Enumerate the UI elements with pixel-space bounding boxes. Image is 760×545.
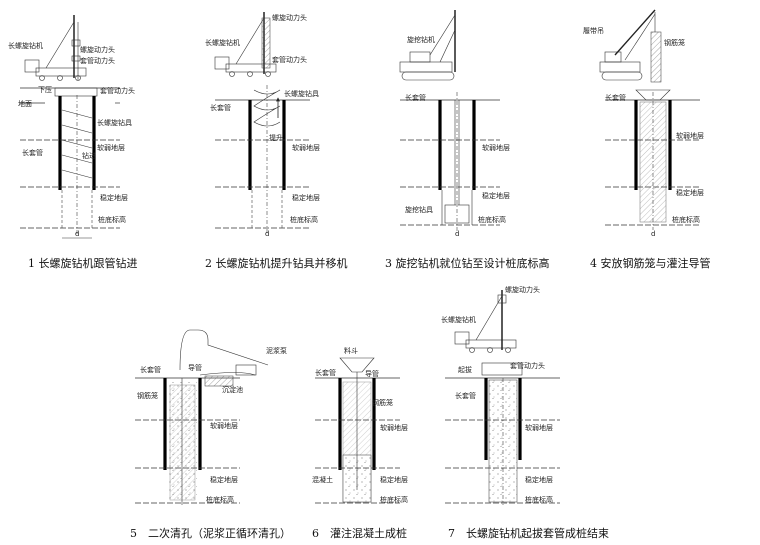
label-rebar-cage-6: 钢筋笼 [372,398,393,407]
caption-4: 4 安放钢筋笼与灌注导管 [590,256,711,270]
label-ground: 地面 [18,99,32,108]
label-auger-rig-2: 长螺旋钻机 [205,38,240,47]
label-pull-up: 起拔 [458,365,472,374]
caption-6: 6 灌注混凝土成桩 [312,526,407,540]
label-hopper: 料斗 [344,346,358,355]
panel-1: 长螺旋钻机 螺旋动力头 套管动力头 下压 套管动力头 地面 长螺旋钻具 长套管 … [8,15,138,270]
label-casing-power-head: 套管动力头 [80,56,115,65]
caption-2: 2 长螺旋钻机提升钻具并移机 [205,256,348,270]
label-rebar-cage: 钢筋笼 [664,38,685,47]
label-power-head: 螺旋动力头 [80,45,115,54]
panel-4: 履带吊 钢筋笼 长套管 软弱地层 稳定地层 桩底标高 d 4 安放钢筋笼与灌注导… [583,9,711,270]
label-mud-pump: 泥浆泵 [266,346,287,355]
caption-3: 3 旋挖钻机就位钻至设计桩底标高 [385,256,550,270]
label-pile-bottom-3: 桩底标高 [478,215,506,224]
panel-6: 料斗 长套管 导管 钢筋笼 软弱地层 混凝土 稳定地层 桩底标高 6 灌注混凝土… [312,346,408,540]
label-sediment-tank: 沉淀池 [222,385,243,394]
label-soft-layer-5: 软弱地层 [210,421,238,430]
label-conduit-5: 导管 [188,363,202,372]
label-auger-rig: 长螺旋钻机 [8,41,43,50]
label-power-head-7: 螺旋动力头 [505,285,540,294]
crawler-crane-drawing [599,9,662,83]
label-soft-layer: 软弱地层 [97,143,125,152]
label-casing-power-head-p2: 套管动力头 [272,55,307,64]
label-long-casing: 长套管 [22,148,43,157]
label-long-casing-7: 长套管 [455,391,476,400]
label-casing-power-head-2: 套管动力头 [100,86,135,95]
label-diameter-4: d [651,230,655,238]
label-soft-layer-2: 软弱地层 [292,143,320,152]
label-conduit-6: 导管 [365,369,379,378]
label-rebar-cage-5: 钢筋笼 [137,391,158,400]
label-long-casing-6: 长套管 [315,368,336,377]
label-pile-bottom-4: 桩底标高 [672,215,700,224]
label-rotary-tool: 旋挖钻具 [405,205,433,214]
label-auger-rig-7: 长螺旋钻机 [441,315,476,324]
label-press-down: 下压 [38,86,52,94]
panel-3: 旋挖钻机 长套管 软弱地层 稳定地层 旋挖钻具 桩底标高 d 3 旋挖钻机就位钻… [385,10,550,270]
label-pile-bottom-2: 桩底标高 [290,215,318,224]
label-soft-layer-4: 软弱地层 [676,131,704,140]
label-soft-layer-6: 软弱地层 [380,423,408,432]
auger-rig-drawing-2 [214,12,277,77]
label-stable-layer: 稳定地层 [100,193,128,202]
label-stable-layer-3: 稳定地层 [482,191,510,200]
label-drilling: 钻进 [82,151,96,160]
label-soft-layer-3: 软弱地层 [482,143,510,152]
label-power-head-2: 螺旋动力头 [272,13,307,22]
label-crawler-crane: 履带吊 [583,27,604,35]
label-soft-layer-7: 软弱地层 [525,423,553,432]
rotary-rig-drawing [399,10,456,81]
label-lift: 提升 [269,133,283,142]
label-stable-layer-2: 稳定地层 [292,193,320,202]
panel-5: 泥浆泵 长套管 导管 沉淀池 钢筋笼 软弱地层 稳定地层 桩底标高 5 二次清孔… [130,329,291,540]
caption-7: 7 长螺旋钻机起拔套管成桩结束 [448,526,609,540]
label-stable-layer-4: 稳定地层 [676,188,704,197]
label-casing-power-head-7: 套管动力头 [510,361,545,370]
label-long-casing-2: 长套管 [210,103,231,112]
label-diameter-3: d [455,230,459,238]
label-long-casing-5: 长套管 [140,365,161,374]
auger-rig-drawing-7 [454,290,517,353]
caption-1: 1 长螺旋钻机跟管钻进 [28,256,138,270]
caption-5: 5 二次清孔（泥浆正循环清孔） [130,526,291,540]
label-concrete: 混凝土 [312,475,333,484]
label-pile-bottom: 桩底标高 [98,215,126,224]
label-long-casing-4: 长套管 [605,93,626,102]
label-auger-tool-2: 长螺旋钻具 [284,89,319,98]
label-stable-layer-6: 稳定地层 [380,475,408,484]
label-auger-tool: 长螺旋钻具 [97,118,132,127]
panel-2: 长螺旋钻机 螺旋动力头 套管动力头 长套管 长螺旋钻具 提升 软弱地层 稳定地层… [205,12,348,270]
panel-7: 螺旋动力头 长螺旋钻机 套管动力头 起拔 长套管 软弱地层 稳定地层 桩底标高 … [441,285,609,540]
label-pile-bottom-5: 桩底标高 [206,495,234,504]
label-pile-bottom-6: 桩底标高 [380,495,408,504]
label-stable-layer-7: 稳定地层 [525,475,553,484]
label-rotary-rig: 旋挖钻机 [407,35,435,44]
auger-rig-drawing [24,15,87,81]
label-stable-layer-5: 稳定地层 [210,475,238,484]
label-long-casing-3: 长套管 [405,93,426,102]
label-diameter-2: d [265,230,269,238]
label-diameter: d [75,230,79,238]
label-pile-bottom-7: 桩底标高 [525,495,553,504]
